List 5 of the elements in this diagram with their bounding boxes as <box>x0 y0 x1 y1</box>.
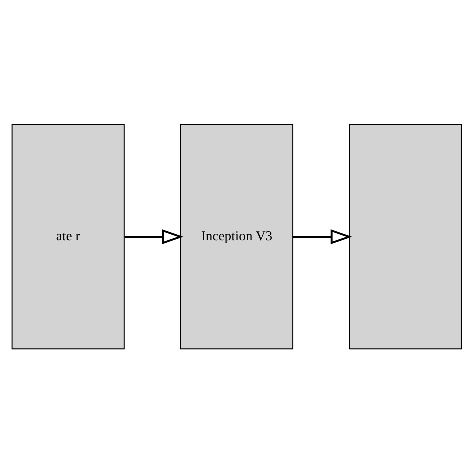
node-box <box>349 124 462 350</box>
node-box: Inception V3 <box>180 124 294 350</box>
arrow <box>124 229 184 245</box>
arrow <box>293 229 352 245</box>
node-box: ate r <box>12 124 125 350</box>
